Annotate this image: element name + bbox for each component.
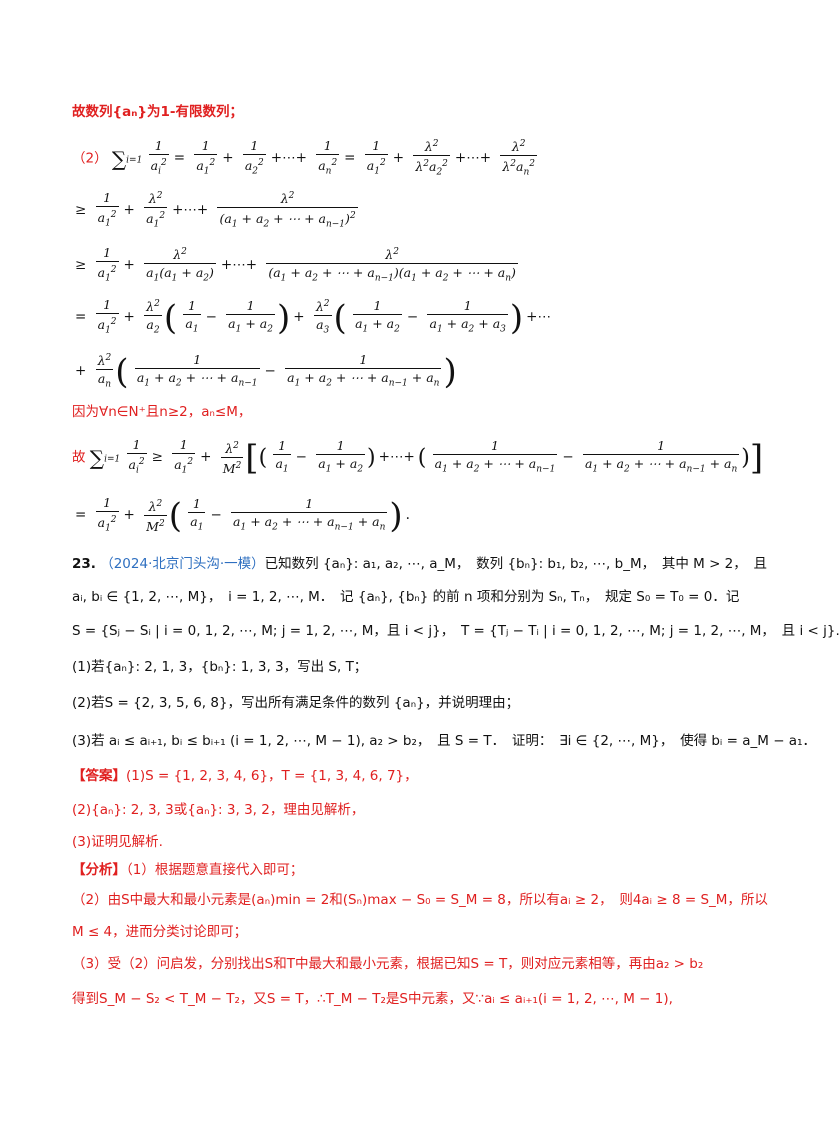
answer-line-1: 【答案】(1)S = {1, 2, 3, 4, 6}，T = {1, 3, 4,…: [72, 766, 740, 786]
question-1: (1)若{aₙ}: 2, 1, 3，{bₙ}: 1, 3, 3，写出 S, T；: [72, 659, 368, 675]
question-3: (3)若 aᵢ ≤ aᵢ₊₁, bᵢ ≤ bᵢ₊₁ (i = 1, 2, ⋯, …: [72, 733, 816, 749]
answer-line-2: (2){aₙ}: 2, 3, 3或{aₙ}: 3, 3, 2，理由见解析，: [72, 802, 365, 818]
problem-number: 23.: [72, 556, 96, 572]
problem-source: （2024·北京门头沟·一模）: [100, 556, 265, 572]
problem-23-stem-line-2: aᵢ, bᵢ ∈ {1, 2, ⋯, M}， i = 1, 2, ⋯, M． 记…: [72, 589, 740, 605]
stem-text-1: 已知数列 {aₙ}: a₁, a₂, ⋯, a_M， 数列 {bₙ}: b₁, …: [264, 556, 768, 572]
analysis-line-5: 得到S_M − S₂ < T_M − T₂，又S = T，∴T_M − T₂是S…: [72, 991, 673, 1007]
answer-1: (1)S = {1, 2, 3, 4, 6}，T = {1, 3, 4, 6, …: [126, 768, 418, 784]
analysis-line-2: （2）由S中最大和最小元素是(aₙ)min = 2和(Sₙ)max − S₀ =…: [72, 892, 768, 908]
analysis-part-1: （1）根据题意直接代入即可；: [126, 862, 304, 878]
analysis-line-3: M ≤ 4，进而分类讨论即可；: [72, 924, 248, 940]
problem-23-stem-line-1: 23. （2024·北京门头沟·一模）已知数列 {aₙ}: a₁, a₂, ⋯,…: [72, 554, 767, 574]
sequence-conclusion: 故数列{aₙ}为1-有限数列；: [72, 104, 243, 120]
answer-tag: 【答案】: [72, 768, 126, 784]
analysis-tag: 【分析】: [72, 862, 126, 878]
problem-23-stem-line-3: S = {Sⱼ − Sᵢ | i = 0, 1, 2, ⋯, M; j = 1,…: [72, 623, 840, 639]
answer-line-3: (3)证明见解析.: [72, 834, 163, 850]
analysis-line-4: （3）受（2）问启发，分别找出S和T中最大和最小元素，根据已知S = T，则对应…: [72, 956, 704, 972]
question-2: (2)若S = {2, 3, 5, 6, 8}，写出所有满足条件的数列 {aₙ}…: [72, 695, 520, 711]
because-statement: 因为∀n∈N⁺且n≥2，aₙ≤M，: [72, 404, 252, 420]
therefore-prefix: 故: [72, 449, 86, 466]
part-label: （2）: [72, 150, 108, 167]
analysis-line-1: 【分析】（1）根据题意直接代入即可；: [72, 860, 740, 880]
